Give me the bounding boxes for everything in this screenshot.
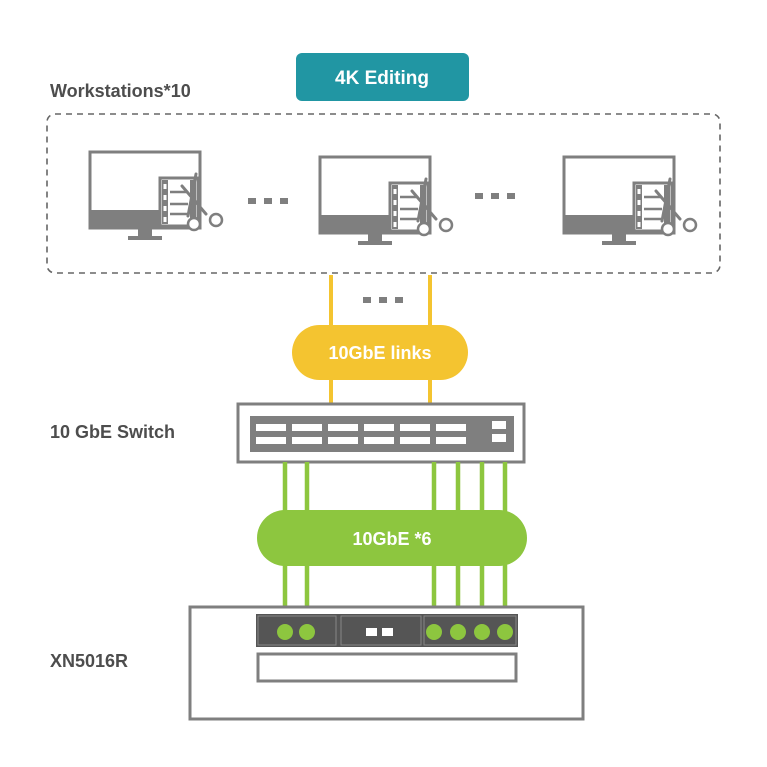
workstation-3	[562, 155, 698, 247]
port-2	[299, 624, 315, 640]
nas-ports	[277, 624, 513, 640]
workstation-ellipsis-2	[475, 193, 515, 199]
monitor-icon	[562, 155, 698, 247]
uplinks-pill: 10GbE links	[292, 325, 468, 380]
workstation-2	[318, 155, 454, 247]
editing-badge: 4K Editing	[296, 53, 469, 101]
workstation-1	[88, 150, 224, 242]
downlinks-pill: 10GbE *6	[257, 510, 527, 566]
monitor-icon	[88, 150, 224, 242]
port-3	[426, 624, 442, 640]
port-4	[450, 624, 466, 640]
port-5	[474, 624, 490, 640]
storage-label: XN5016R	[50, 651, 128, 671]
port-1	[277, 624, 293, 640]
downlinks-label: 10GbE *6	[352, 529, 431, 549]
editing-badge-label: 4K Editing	[335, 68, 429, 89]
uplink-ellipsis	[363, 297, 403, 303]
port-6	[497, 624, 513, 640]
monitor-icon	[318, 155, 454, 247]
switch-label: 10 GbE Switch	[50, 422, 175, 442]
workstations-label: Workstations*10	[50, 81, 191, 101]
nas-rack-icon	[188, 605, 585, 721]
workstation-ellipsis-1	[248, 198, 288, 204]
editing-badge-bg	[296, 53, 469, 101]
uplinks-label: 10GbE links	[328, 343, 431, 363]
network-switch-icon	[236, 402, 526, 464]
workstations-group-box	[46, 113, 721, 274]
